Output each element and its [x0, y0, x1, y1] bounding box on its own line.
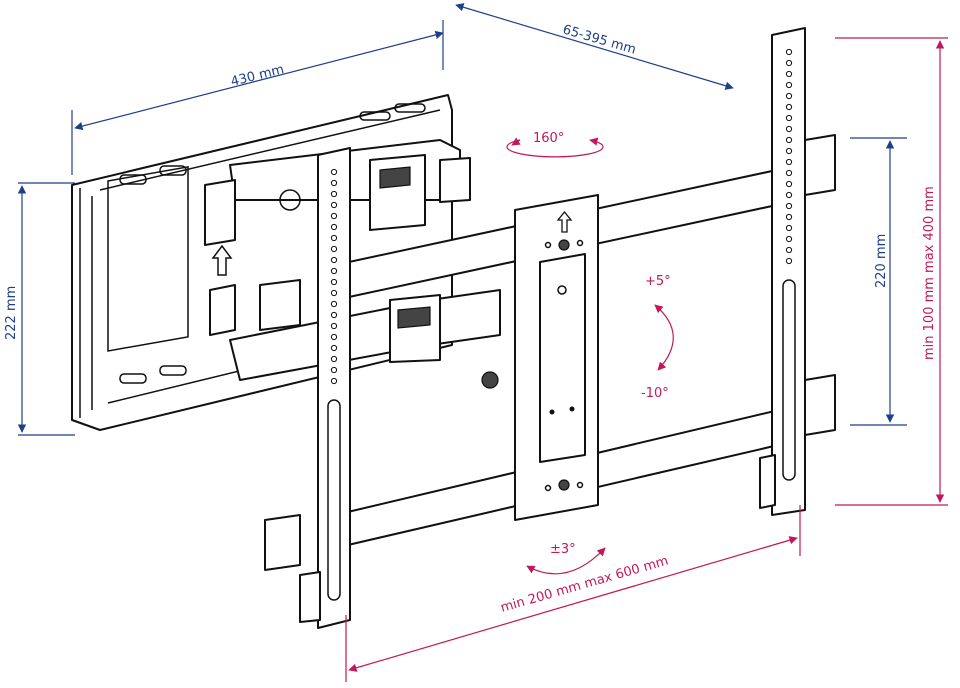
swivel-indicator: 160° [506, 131, 604, 158]
mounting-hole [785, 191, 793, 199]
label-65-395mm: 65-395 mm [561, 22, 638, 57]
level-indicator: ±3° [526, 542, 606, 575]
mounting-hole [330, 212, 338, 220]
mounting-hole [785, 180, 793, 188]
label-160deg: 160° [533, 131, 564, 146]
mounting-hole [785, 136, 793, 144]
mounting-hole [330, 300, 338, 308]
mounting-hole [330, 344, 338, 352]
center-tilt-plate [514, 194, 599, 521]
mounting-hole [330, 179, 338, 187]
mounting-hole [785, 257, 793, 265]
mounting-hole [330, 278, 338, 286]
label-min100-max400: min 100 mm max 400 mm [922, 186, 937, 360]
mounting-hole [785, 70, 793, 78]
dimension-vesa-vertical: min 100 mm max 400 mm [835, 37, 948, 506]
label-min200-max600: min 200 mm max 600 mm [499, 554, 670, 616]
mounting-hole [785, 169, 793, 177]
mounting-hole [330, 223, 338, 231]
mounting-hole [785, 125, 793, 133]
mounting-hole [330, 267, 338, 275]
mounting-hole [785, 59, 793, 67]
vertical-bracket-right [759, 27, 806, 516]
mounting-hole [330, 256, 338, 264]
mounting-hole [785, 246, 793, 254]
mounting-hole [785, 92, 793, 100]
mounting-hole [330, 168, 338, 176]
dimension-220: 220 mm [850, 137, 907, 426]
mounting-hole [785, 147, 793, 155]
label-222mm: 222 mm [4, 286, 19, 340]
up-arrow-icon [211, 244, 233, 276]
mounting-hole [785, 224, 793, 232]
dimension-65-395: 65-395 mm [455, 3, 734, 90]
mounting-hole [785, 81, 793, 89]
mounting-hole [330, 190, 338, 198]
mounting-hole [330, 311, 338, 319]
label-220mm: 220 mm [874, 234, 889, 288]
label-plusminus3deg: ±3° [550, 542, 576, 557]
mounting-hole [330, 333, 338, 341]
mounting-hole [785, 202, 793, 210]
mounting-hole [785, 48, 793, 56]
dimension-vesa-horizontal: min 200 mm max 600 mm [345, 505, 801, 682]
mounting-hole [330, 245, 338, 253]
mounting-hole [330, 377, 338, 385]
mounting-hole [330, 355, 338, 363]
tilt-indicator: +5° -10° [641, 274, 674, 401]
mounting-hole [330, 366, 338, 374]
rail-end-cap [264, 134, 836, 571]
mounting-hole [785, 103, 793, 111]
label-plus5deg: +5° [645, 274, 671, 289]
label-minus10deg: -10° [641, 386, 669, 401]
mounting-hole [785, 213, 793, 221]
mounting-hole [785, 235, 793, 243]
mounting-hole [330, 201, 338, 209]
mounting-hole [330, 322, 338, 330]
mounting-hole [330, 234, 338, 242]
dimension-222: 222 mm [4, 182, 75, 436]
mounting-hole [785, 158, 793, 166]
vertical-bracket-left [299, 147, 351, 629]
label-430mm: 430 mm [229, 62, 285, 90]
mounting-hole [330, 289, 338, 297]
mounting-hole [785, 114, 793, 122]
